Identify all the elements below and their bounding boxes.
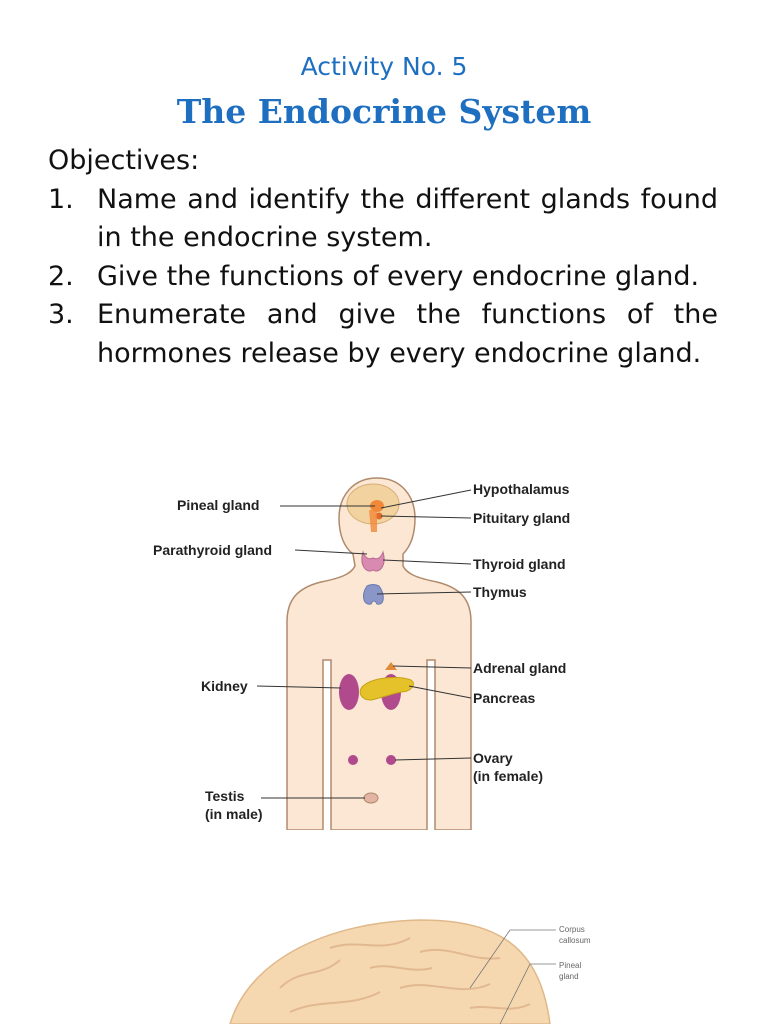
brain-folds [279,937,531,1013]
label-hypothalamus: Hypothalamus [473,481,570,497]
body-silhouette [286,477,472,830]
label-pineal-gland-small-2: gland [559,972,579,981]
label-testis-note: (in male) [205,806,263,822]
pancreas-shape [359,677,414,701]
label-thyroid-gland: Thyroid gland [473,556,566,572]
label-testis: Testis [205,788,245,804]
objectives-list: 1. Name and identify the different gland… [48,181,718,374]
label-corpus-callosum: Corpus [559,925,585,934]
page-title: The Endocrine System [176,92,592,131]
hypothalamus-shape [370,500,384,512]
label-thymus: Thymus [473,584,527,600]
label-adrenal-gland: Adrenal gland [473,660,566,676]
objectives-heading: Objectives: [48,145,200,176]
label-kidney: Kidney [201,678,248,694]
ovary-left-shape [348,755,358,765]
label-ovary: Ovary [473,750,513,766]
brain-cortex-shape [229,919,551,1024]
adrenal-shape [385,662,397,670]
objective-text: Enumerate and give the functions of the … [97,299,718,369]
leader-lines [256,489,472,799]
objectives-section: Objectives: 1. Name and identify the dif… [48,142,718,432]
objective-item: 1. Name and identify the different gland… [48,181,718,258]
objective-number: 1. [48,183,74,215]
activity-number: Activity No. 5 [300,52,468,81]
objective-text: Name and identify the different glands f… [97,183,718,254]
endocrine-system-diagram: Pineal gland Hypothalamus Pituitary glan… [153,477,570,830]
objective-item: 2. Give the functions of every endocrine… [48,258,718,297]
objective-item: 3. Enumerate and give the functions of t… [48,296,718,373]
label-ovary-note: (in female) [473,768,543,784]
objective-text: Give the functions of every endocrine gl… [97,260,700,292]
label-corpus-callosum-2: callosum [559,936,591,945]
thyroid-shape [361,550,385,572]
brain-leader-lines [469,929,556,1024]
label-pineal-gland: Pineal gland [177,497,259,513]
kidney-left-shape [339,674,359,710]
label-pineal-gland-small: Pineal [559,961,581,970]
brain-diagram: Corpus callosum Pineal gland [229,919,591,1024]
label-pancreas: Pancreas [473,690,535,706]
ovary-right-shape [386,755,396,765]
thymus-shape [363,584,384,605]
objective-number: 2. [48,260,74,292]
label-parathyroid-gland: Parathyroid gland [153,542,272,558]
objective-number: 3. [48,299,74,330]
label-pituitary-gland: Pituitary gland [473,510,570,526]
pituitary-shape [375,512,383,520]
testis-shape [363,792,379,804]
brainstem-shape [369,510,377,532]
